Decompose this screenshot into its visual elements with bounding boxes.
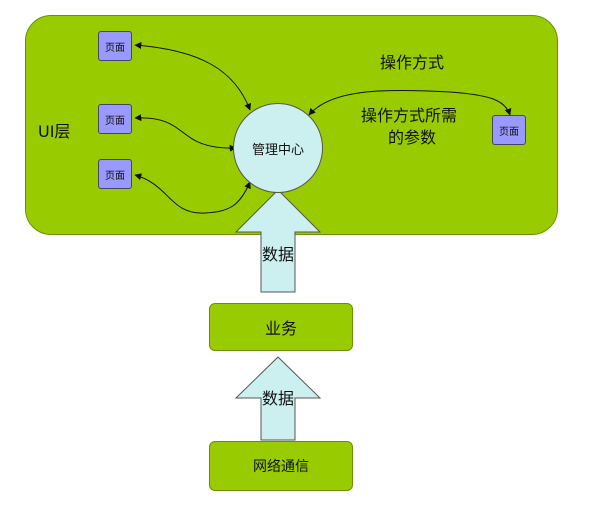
lower-data-label: 数据 (261, 389, 294, 408)
operation-params-line2: 的参数 (388, 128, 437, 147)
management-hub: 管理中心 (233, 103, 323, 193)
upper-data-label: 数据 (261, 245, 294, 264)
arrow-page1-hub (134, 41, 252, 111)
ui-layer-label: UI层 (38, 122, 71, 141)
operation-mode-label: 操作方式 (380, 53, 445, 72)
arrow-hub-page4 (308, 89, 512, 116)
page-box-3: 页面 (98, 159, 132, 189)
network-box: 网络通信 (209, 441, 353, 491)
lower-data-arrow (234, 356, 322, 441)
page-box-1: 页面 (98, 31, 132, 61)
operation-params-line1: 操作方式所需 (361, 106, 458, 125)
upper-data-arrow (234, 189, 322, 293)
arrow-page2-hub (134, 114, 237, 152)
business-box: 业务 (209, 303, 353, 351)
arrow-page3-hub (134, 173, 251, 214)
page-box-4: 页面 (492, 115, 526, 145)
page-box-2: 页面 (98, 104, 132, 134)
